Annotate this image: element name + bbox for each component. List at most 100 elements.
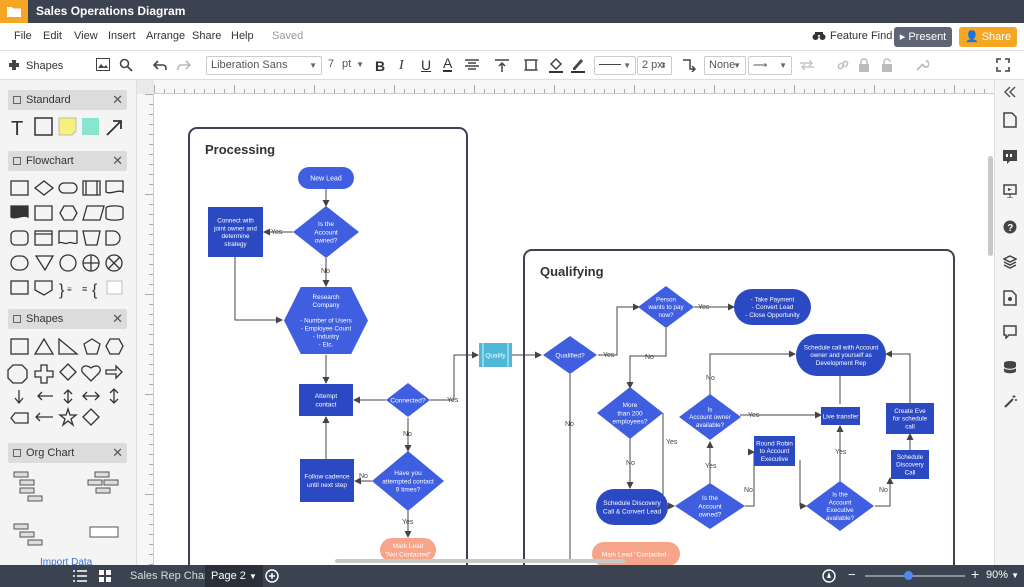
menu-help[interactable]: Help xyxy=(231,30,254,42)
undo-icon[interactable] xyxy=(153,60,167,71)
zoom-in-icon[interactable]: + xyxy=(971,566,980,582)
search-icon[interactable] xyxy=(119,58,133,72)
mark-lead-not-contacted-node[interactable] xyxy=(380,538,436,562)
tab-sales-rep-chart[interactable]: Sales Rep Chart xyxy=(130,570,211,582)
page-icon[interactable] xyxy=(1003,112,1017,128)
shape-border-icon[interactable] xyxy=(524,58,538,72)
feature-find-button[interactable]: Feature Find xyxy=(812,30,892,42)
database-icon[interactable] xyxy=(1003,360,1017,374)
menu-edit[interactable]: Edit xyxy=(43,30,62,42)
line-end-select[interactable]: ⟶▼ xyxy=(748,56,792,75)
fill-color-icon[interactable] xyxy=(548,57,564,73)
navigator-icon[interactable] xyxy=(822,569,836,583)
line-color-icon[interactable] xyxy=(571,57,585,73)
section-shapes[interactable]: Shapes✕ xyxy=(8,309,127,329)
menu-file[interactable]: File xyxy=(14,30,32,42)
diagram-page[interactable]: Processing Qualifying xyxy=(154,94,994,565)
presentation-icon[interactable] xyxy=(1003,184,1017,198)
person-pay-decision[interactable] xyxy=(638,286,694,328)
take-payment-node[interactable] xyxy=(734,289,811,325)
account-owned-decision[interactable] xyxy=(293,206,359,258)
present-button[interactable]: ▸ Present xyxy=(894,27,952,47)
basic-shapes[interactable] xyxy=(0,332,137,434)
line-width-input[interactable]: 2 px⬍ xyxy=(637,56,672,75)
zoom-level[interactable]: 90% ▼ xyxy=(986,569,1019,581)
fullscreen-icon[interactable] xyxy=(996,58,1010,72)
schedule-discovery-convert-node[interactable] xyxy=(596,489,668,525)
horizontal-scrollbar[interactable] xyxy=(335,559,625,563)
diagram-svg[interactable]: Processing Qualifying xyxy=(154,94,994,565)
app-logo[interactable] xyxy=(0,0,28,23)
magic-wand-icon[interactable] xyxy=(1003,395,1017,409)
image-icon[interactable] xyxy=(96,58,110,71)
attempted-9-decision[interactable] xyxy=(372,451,444,511)
import-data-link[interactable]: Import Data xyxy=(40,557,93,565)
section-org-chart[interactable]: Org Chart✕ xyxy=(8,443,127,463)
schedule-discovery-call-node[interactable] xyxy=(891,450,929,479)
italic-icon[interactable]: I xyxy=(399,58,404,73)
redo-icon[interactable] xyxy=(177,60,191,71)
follow-cadence-node[interactable] xyxy=(300,459,354,502)
more-200-decision[interactable] xyxy=(597,387,663,439)
close-icon[interactable]: ✕ xyxy=(112,92,123,107)
swap-icon[interactable] xyxy=(800,60,814,70)
close-icon[interactable]: ✕ xyxy=(112,311,123,326)
help-icon[interactable]: ? xyxy=(1003,220,1017,234)
standard-shapes[interactable]: T xyxy=(0,114,137,142)
new-lead-node[interactable] xyxy=(298,167,354,189)
text-color-icon[interactable]: A xyxy=(443,55,453,72)
org-chart-shapes[interactable] xyxy=(0,468,137,558)
comment-icon[interactable] xyxy=(1003,325,1017,339)
vertical-scrollbar[interactable] xyxy=(988,156,993,256)
document-title[interactable]: Sales Operations Diagram xyxy=(36,4,186,18)
font-size-input[interactable]: 7 xyxy=(324,56,338,75)
zoom-slider[interactable] xyxy=(865,575,965,577)
ae-available-decision[interactable] xyxy=(806,481,874,531)
align-text-icon[interactable] xyxy=(465,59,479,71)
list-pages-icon[interactable] xyxy=(73,570,87,582)
text-position-icon[interactable] xyxy=(495,59,509,72)
round-robin-node[interactable] xyxy=(754,436,795,466)
close-icon[interactable]: ✕ xyxy=(112,445,123,460)
live-transfer-node[interactable] xyxy=(821,407,860,425)
close-icon[interactable]: ✕ xyxy=(112,153,123,168)
qualify-node[interactable] xyxy=(479,343,512,367)
link-icon[interactable] xyxy=(836,58,850,72)
unlock-icon[interactable] xyxy=(881,58,893,72)
quote-icon[interactable] xyxy=(1003,150,1017,164)
flowchart-shapes[interactable]: }≡≡{ xyxy=(0,174,137,300)
share-button[interactable]: 👤 Share xyxy=(959,27,1017,47)
line-start-select[interactable]: None▼ xyxy=(704,56,746,75)
research-company-node[interactable] xyxy=(284,287,368,354)
create-eve-node[interactable] xyxy=(886,403,934,434)
connected-decision[interactable] xyxy=(386,383,430,417)
wrench-icon[interactable] xyxy=(915,58,929,72)
section-standard[interactable]: Standard✕ xyxy=(8,90,127,110)
section-flowchart[interactable]: Flowchart✕ xyxy=(8,151,127,171)
menu-share[interactable]: Share xyxy=(192,30,222,42)
font-unit-select[interactable]: pt▼ xyxy=(338,56,368,75)
lock-icon[interactable] xyxy=(858,58,870,72)
grid-pages-icon[interactable] xyxy=(99,570,111,582)
menu-arrange[interactable]: Arrange xyxy=(146,30,186,42)
tab-page-2[interactable]: Page 2 ▼ xyxy=(205,565,263,587)
account-owned-decision-2[interactable] xyxy=(675,483,745,529)
schedule-call-ae-node[interactable] xyxy=(796,334,886,376)
bold-icon[interactable]: B xyxy=(375,58,386,74)
underline-icon[interactable]: U xyxy=(421,57,432,73)
layers-icon[interactable] xyxy=(1003,255,1017,269)
zoom-out-icon[interactable]: − xyxy=(848,567,856,582)
zoom-slider-handle[interactable] xyxy=(904,571,913,580)
font-family-select[interactable]: Liberation Sans▼ xyxy=(206,56,322,75)
menu-insert[interactable]: Insert xyxy=(108,30,136,42)
connector-style-icon[interactable] xyxy=(682,58,696,72)
attempt-contact-node[interactable] xyxy=(299,384,353,416)
connect-owner-node[interactable] xyxy=(208,207,263,257)
account-owner-available-decision[interactable] xyxy=(679,394,741,440)
collapse-panel-icon[interactable] xyxy=(1003,86,1017,98)
menu-view[interactable]: View xyxy=(74,30,98,42)
qualified-decision[interactable] xyxy=(543,336,597,374)
image-page-icon[interactable] xyxy=(1003,290,1017,306)
add-page-icon[interactable] xyxy=(265,569,279,583)
line-style-select[interactable]: ▼ xyxy=(594,56,636,75)
